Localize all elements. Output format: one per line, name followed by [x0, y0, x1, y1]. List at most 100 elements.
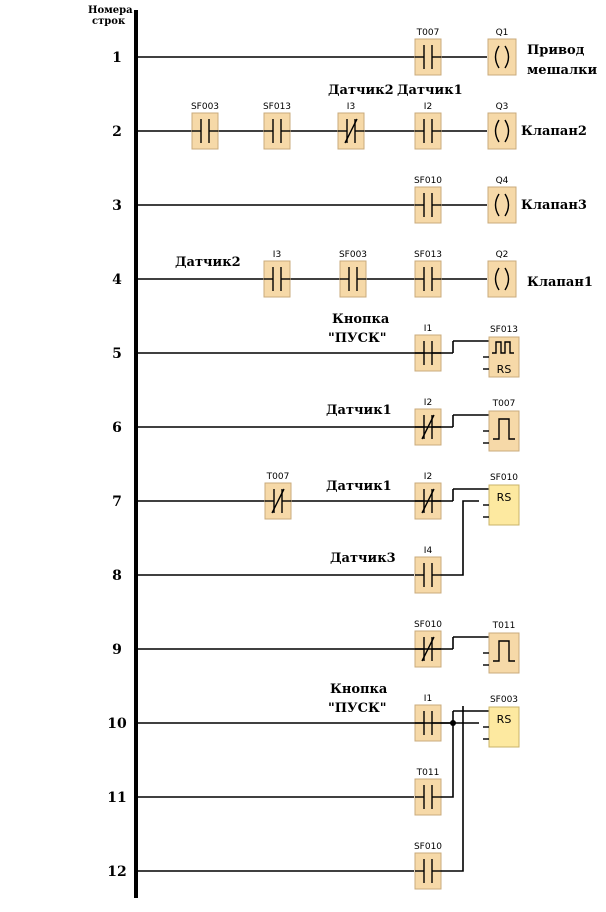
function-block[interactable]: [488, 632, 520, 674]
contact-nc[interactable]: [264, 482, 292, 520]
output-timer-block[interactable]: [414, 632, 520, 674]
output-rs-block[interactable]: RS: [414, 484, 520, 526]
block-tag: SF013: [490, 325, 518, 335]
branch-links: [441, 500, 479, 872]
contact-tag: I4: [424, 546, 433, 556]
coil-block[interactable]: [487, 186, 517, 224]
header-line2: строк: [92, 16, 126, 27]
contact-tag: T007: [266, 472, 290, 482]
annotation: "ПУСК": [328, 701, 387, 716]
function-block[interactable]: [488, 706, 520, 748]
function-block[interactable]: [488, 410, 520, 452]
rung-11: 11 T011: [107, 768, 442, 816]
row-number: 4: [112, 272, 122, 288]
contact-tag: I2: [424, 102, 432, 112]
contact-tag: SF003: [191, 102, 219, 112]
coil-arc-left: [494, 45, 500, 69]
contact-tag: SF013: [263, 102, 291, 112]
contact-no[interactable]: [414, 186, 442, 224]
row-number: 10: [107, 716, 127, 732]
coil-block[interactable]: [487, 260, 517, 298]
contact-no[interactable]: [414, 556, 442, 594]
row-number: 6: [112, 420, 122, 436]
annotation: Датчик2: [328, 83, 394, 98]
timer-wave: [493, 418, 515, 440]
annotation: Датчик1: [326, 479, 392, 494]
output-coil[interactable]: [487, 38, 517, 76]
annotation: Датчик2: [175, 255, 241, 270]
annotation: Датчик1: [397, 83, 463, 98]
contact-tag: SF010: [414, 842, 442, 852]
row-number: 11: [107, 790, 126, 806]
block-rs-label: RS: [497, 491, 512, 504]
contact-no[interactable]: [263, 112, 291, 150]
coil-arc-right: [504, 119, 510, 143]
annotation: Датчик1: [326, 403, 392, 418]
block-tag: T011: [492, 621, 516, 631]
output-coil[interactable]: [487, 260, 517, 298]
annotation: Клапан3: [521, 198, 587, 213]
coil-arc-left: [494, 119, 500, 143]
annotation: Клапан1: [527, 275, 593, 290]
row-number: 9: [112, 642, 122, 658]
function-block[interactable]: [488, 484, 520, 526]
contact-no[interactable]: [414, 112, 442, 150]
row-number: 2: [112, 124, 122, 140]
contact-no[interactable]: [339, 260, 367, 298]
contact-tag: I2: [424, 472, 432, 482]
contact-no[interactable]: [414, 852, 442, 890]
block-rs-label: RS: [497, 713, 512, 726]
pulse-wave: [492, 341, 514, 354]
coil-block[interactable]: [487, 38, 517, 76]
block-tag: SF010: [490, 473, 518, 483]
contact-no[interactable]: [414, 260, 442, 298]
annotation: "ПУСК": [328, 331, 387, 346]
junction-dot: [450, 720, 456, 726]
contact-tag: I1: [424, 324, 432, 334]
annotation: Датчик3: [330, 551, 396, 566]
contact-no[interactable]: [191, 112, 219, 150]
contact-no[interactable]: [414, 778, 442, 816]
row-number: 5: [112, 346, 122, 362]
header-line1: Номера: [88, 5, 133, 16]
row-number: 12: [107, 864, 126, 880]
block-tag: SF003: [490, 695, 518, 705]
coil-arc-right: [504, 267, 510, 291]
contact-no[interactable]: [414, 38, 442, 76]
output-coil[interactable]: [487, 112, 517, 150]
branch-row11-to-row10: [441, 723, 454, 798]
coil-tag: Q1: [496, 28, 509, 38]
output-timer-block[interactable]: [414, 410, 520, 452]
coil-tag: Q3: [496, 102, 509, 112]
annotation: Кнопка: [330, 682, 388, 697]
coil-arc-left: [494, 193, 500, 217]
contact-tag: SF010: [414, 620, 442, 630]
output-coil[interactable]: [487, 186, 517, 224]
coil-arc-left: [494, 267, 500, 291]
contact-nc[interactable]: [337, 112, 365, 150]
contact-tag: I3: [347, 102, 355, 112]
contact-tag: T011: [416, 768, 440, 778]
output-rs-block[interactable]: RS: [414, 706, 520, 748]
output-pulse-block[interactable]: RS: [414, 336, 520, 378]
contact-no[interactable]: [263, 260, 291, 298]
contact-tag: I2: [424, 398, 432, 408]
contact-tag: I3: [273, 250, 281, 260]
row-number: 3: [112, 198, 122, 214]
annotation: Клапан2: [521, 124, 587, 139]
contact-nc-slash: [344, 118, 358, 144]
row-number: 1: [112, 50, 122, 66]
coil-tag: Q4: [496, 176, 509, 186]
annotation: Привод: [527, 43, 585, 58]
coil-block[interactable]: [487, 112, 517, 150]
contact-tag: T007: [416, 28, 440, 38]
